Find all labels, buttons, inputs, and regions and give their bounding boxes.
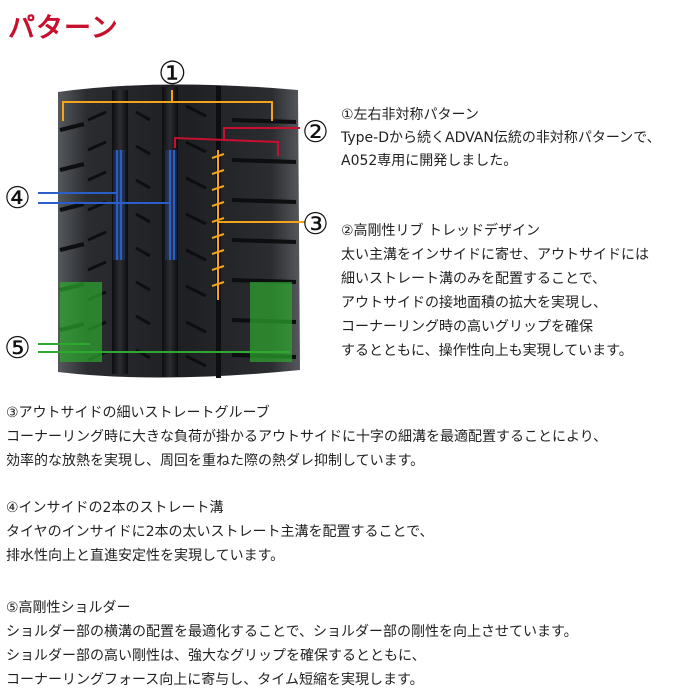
section-5-line: コーナーリングフォース向上に寄与し、タイム短縮を実現します。 (6, 672, 424, 688)
marker-2-label: ② (302, 115, 329, 150)
marker-4-highlight-1 (113, 150, 125, 260)
right-rib-sipes (185, 104, 207, 368)
section-3-line: コーナーリング時に大きな負荷が掛かるアウトサイドに十字の細溝を最適配置することに… (6, 429, 608, 445)
callout-2-line: するとともに、操作性向上も実現しています。 (341, 343, 633, 359)
marker-2-bracket (174, 127, 300, 156)
callout-1-line: A052専用に開発しました。 (341, 153, 518, 169)
section-4-line: タイヤのインサイドに2本の太いストレート主溝を配置することで、 (6, 524, 434, 540)
marker-4-label: ④ (4, 181, 31, 216)
callout-2-heading: ②高剛性リブ トレッドデザイン (341, 223, 541, 239)
section-3-heading: ③アウトサイドの細いストレートグルーブ (6, 405, 270, 421)
marker-3-sipes (211, 150, 305, 300)
marker-1-bracket (62, 90, 273, 121)
callout-1-line: Type-Dから続くADVAN伝統の非対称パターンで、 (341, 130, 661, 146)
callout-2-line: 細いストレート溝のみを配置することで、 (341, 271, 607, 287)
page-title: パターン (8, 13, 119, 44)
marker-5-shoulder-left (60, 282, 102, 362)
section-3-line: 効率的な放熱を実現し、周回を重ねた際の熱ダレ抑制しています。 (6, 453, 425, 469)
marker-5-lines (38, 343, 290, 353)
section-4-line: 排水性向上と直進安定性を実現しています。 (6, 548, 285, 564)
section-5-line: ショルダー部の高い剛性は、強大なグリップを確保するとともに、 (6, 648, 426, 664)
callout-2-line: 太い主溝をインサイドに寄せ、アウトサイドには (341, 247, 649, 263)
callout-1-heading: ①左右非対称パターン (341, 107, 479, 123)
section-5-heading: ⑤高剛性ショルダー (6, 600, 131, 616)
shoulder-grooves (59, 118, 297, 359)
callout-2-line: アウトサイドの接地面積の拡大を実現し、 (341, 295, 607, 311)
callout-2-line: コーナーリング時の高いグリップを確保 (341, 319, 593, 335)
marker-4-lines (38, 150, 175, 260)
section-4-heading: ④インサイドの2本のストレート溝 (6, 500, 224, 516)
tire-tread-diagram: ① ② ③ ④ ⑤ (4, 54, 329, 378)
marker-3-label: ③ (302, 207, 329, 242)
marker-5-shoulder-right (250, 282, 292, 362)
section-5-line: ショルダー部の横溝の配置を最適化することで、ショルダー部の剛性を向上させています… (6, 624, 578, 640)
marker-1-label: ① (158, 54, 187, 92)
marker-5-label: ⑤ (4, 331, 31, 366)
marker-4-highlight-2 (165, 150, 177, 260)
